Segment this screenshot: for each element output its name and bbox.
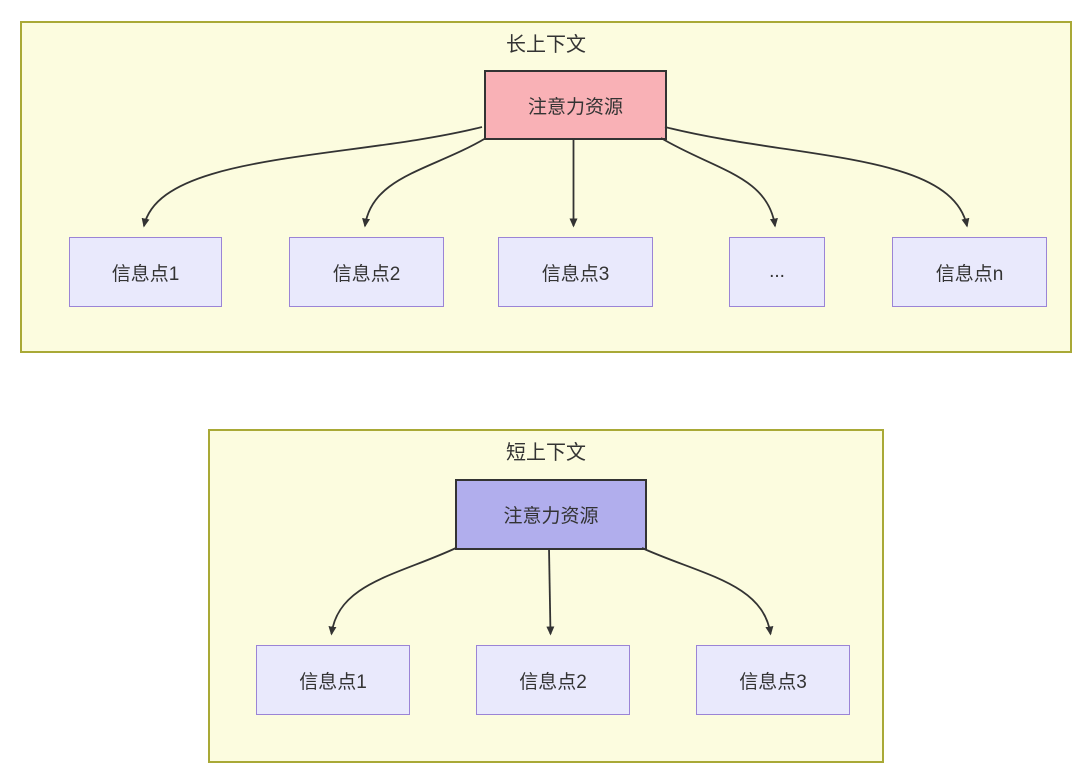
info-node-short-1: 信息点1 [256, 645, 410, 715]
short-context-panel: 短上下文 注意力资源 信息点1 信息点2 信息点3 [208, 429, 884, 763]
info-node-long-dots: ... [729, 237, 825, 307]
info-node-long-3: 信息点3 [498, 237, 653, 307]
short-context-title: 短上下文 [506, 442, 586, 464]
info-node-long-n: 信息点n [892, 237, 1047, 307]
long-context-panel: 长上下文 注意力资源 信息点1 信息点2 信息点3 ... 信息点n [20, 21, 1072, 353]
attention-node-long: 注意力资源 [484, 70, 667, 140]
attention-node-short: 注意力资源 [455, 479, 647, 550]
info-node-short-3: 信息点3 [696, 645, 850, 715]
info-node-short-2: 信息点2 [476, 645, 630, 715]
info-node-long-1: 信息点1 [69, 237, 222, 307]
info-node-long-2: 信息点2 [289, 237, 444, 307]
long-context-title: 长上下文 [506, 34, 586, 56]
